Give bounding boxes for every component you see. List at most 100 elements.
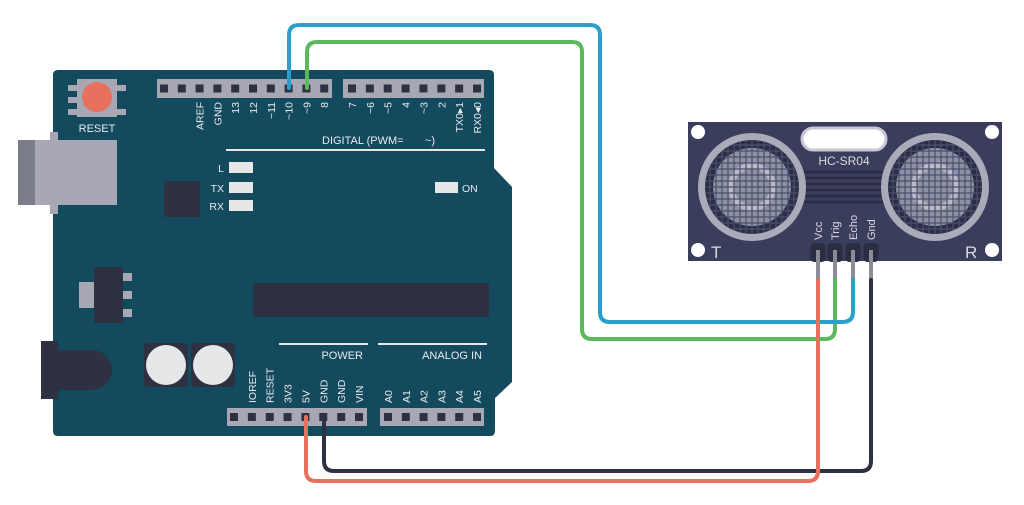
- pin-label: 2: [436, 102, 448, 108]
- pin-socket[interactable]: [419, 413, 428, 421]
- mounting-hole: [985, 125, 999, 139]
- reset-leg: [117, 109, 126, 115]
- pin-label: ~11: [266, 102, 278, 119]
- vcc-wire: [304, 278, 820, 483]
- pin-socket[interactable]: [365, 84, 374, 93]
- capacitor-top: [146, 345, 186, 385]
- pin-label: 5V: [300, 390, 312, 403]
- power-section-label: POWER: [321, 350, 363, 362]
- dc-power-jack: [41, 341, 112, 399]
- reset-leg: [68, 85, 77, 91]
- pin-label: A2: [419, 390, 431, 403]
- pin-socket[interactable]: [265, 413, 274, 421]
- gnd-wire: [322, 278, 873, 473]
- pin-socket[interactable]: [401, 84, 410, 93]
- pin-socket[interactable]: [401, 413, 410, 421]
- pin-socket[interactable]: [320, 84, 329, 93]
- led-on: [435, 182, 458, 193]
- pin-socket[interactable]: [337, 413, 346, 421]
- pin-label: 4: [401, 102, 413, 108]
- reset-leg: [117, 85, 126, 91]
- transducers: [698, 133, 989, 241]
- digital-section-label: DIGITAL (PWM= ~): [322, 135, 435, 147]
- led-l: [229, 162, 253, 173]
- sensor-pin-label: Echo: [848, 215, 860, 240]
- reset-button-cap[interactable]: [82, 82, 112, 112]
- pin-socket[interactable]: [455, 84, 464, 93]
- pin-socket[interactable]: [455, 413, 464, 421]
- capacitor-top: [193, 345, 233, 385]
- digital-header-2: [343, 79, 484, 98]
- capacitor: [144, 343, 188, 387]
- wires: [287, 23, 873, 483]
- pin-socket[interactable]: [473, 84, 482, 93]
- regulator-pin: [123, 291, 132, 299]
- pin-socket[interactable]: [437, 84, 446, 93]
- regulator-pin: [123, 309, 132, 317]
- pin-label: A0: [383, 390, 395, 403]
- pin-socket[interactable]: [247, 413, 256, 421]
- pin-socket[interactable]: [177, 84, 186, 93]
- crystal-oscillator: [800, 126, 888, 152]
- pin-label: RESET: [265, 367, 277, 403]
- analog-section-label: ANALOG IN: [422, 350, 482, 362]
- pin-socket[interactable]: [348, 84, 356, 93]
- voltage-regulator: [79, 267, 132, 323]
- reset-button[interactable]: [68, 79, 126, 117]
- pin-label: A4: [454, 390, 466, 403]
- pin-label: ~5: [383, 102, 395, 114]
- transmitter-transducer: [698, 133, 806, 241]
- pin-socket[interactable]: [473, 413, 481, 421]
- dc-jack-body: [58, 350, 112, 390]
- pin-socket[interactable]: [283, 413, 292, 421]
- sensor-model-label: HC-SR04: [818, 154, 870, 168]
- pin-socket[interactable]: [230, 413, 238, 421]
- sensor-pin-label: Vcc: [813, 221, 825, 240]
- pin-socket[interactable]: [266, 84, 275, 93]
- mounting-hole: [985, 243, 999, 257]
- transmitter-label: T: [711, 243, 721, 262]
- pin-socket[interactable]: [213, 84, 222, 93]
- pin-label: IOREF: [247, 371, 259, 403]
- sensor-pin-label: Gnd: [866, 219, 878, 240]
- led-l-label: L: [218, 163, 224, 175]
- analog-header: [380, 408, 484, 426]
- pin-socket[interactable]: [384, 413, 392, 421]
- pin-socket[interactable]: [249, 84, 257, 93]
- pin-socket[interactable]: [355, 413, 364, 421]
- arduino-uno-board: RESET L TX RX ON DIGITAL (PWM= ~): [18, 70, 512, 436]
- led-tx: [229, 182, 253, 193]
- pin-socket[interactable]: [383, 84, 392, 93]
- pin-socket[interactable]: [231, 84, 240, 93]
- pin-socket[interactable]: [160, 84, 168, 93]
- capacitor: [191, 343, 235, 387]
- pin-label: RX0◂0: [472, 102, 484, 134]
- pin-label: A5: [472, 390, 484, 403]
- mounting-hole: [691, 125, 705, 139]
- reset-leg: [68, 109, 77, 115]
- sensor-pin-label: Trig: [830, 221, 842, 240]
- reset-leg: [68, 97, 77, 103]
- sensor-center-stripes: [798, 170, 890, 204]
- pin-label: ~3: [418, 102, 430, 114]
- pin-label: 8: [319, 102, 331, 108]
- usb-opening: [18, 140, 35, 205]
- pin-socket[interactable]: [437, 413, 446, 421]
- pin-label: GND: [318, 379, 330, 403]
- regulator-pin: [123, 273, 132, 281]
- pin-label: 3V3: [283, 384, 295, 403]
- pin-label: 12: [248, 102, 260, 114]
- pin-socket[interactable]: [419, 84, 428, 93]
- trig-wire: [305, 40, 837, 341]
- dc-jack-front: [41, 341, 58, 399]
- arduino-pcb: [53, 70, 512, 436]
- regulator-tab: [79, 282, 94, 308]
- receiver-transducer: [881, 133, 989, 241]
- pin-socket[interactable]: [195, 84, 204, 93]
- pin-label: ~10: [284, 102, 296, 120]
- pin-label: 7: [347, 102, 359, 108]
